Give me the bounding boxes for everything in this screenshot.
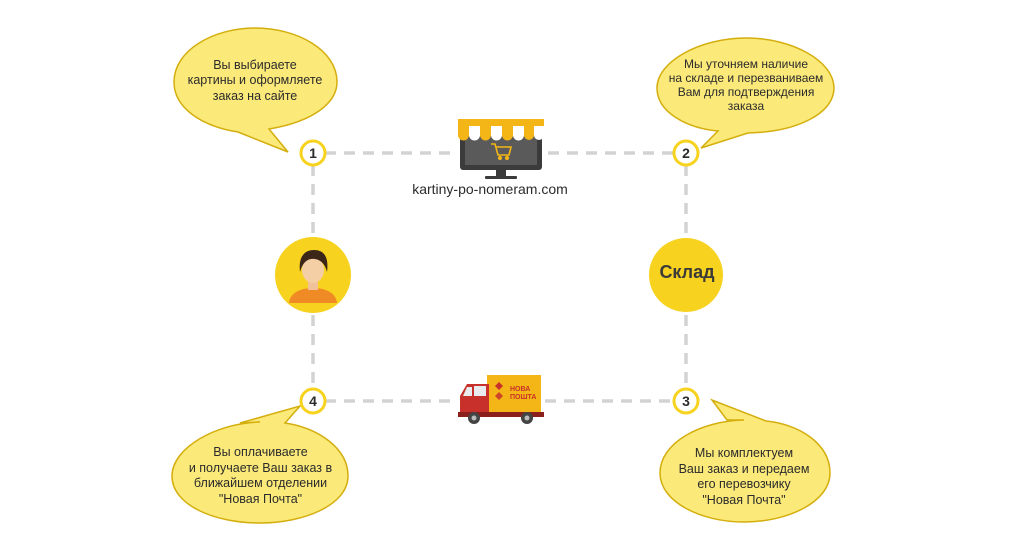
warehouse-label: Склад <box>659 262 715 282</box>
step-marker-4 <box>299 387 327 415</box>
step-marker-1 <box>299 139 327 167</box>
bubble-2 <box>656 37 835 149</box>
step-number-1: 1 <box>309 145 317 161</box>
bubble-1 <box>173 27 338 153</box>
delivery-truck-icon: НОВА ПОШТА <box>458 375 544 424</box>
person-avatar-icon <box>275 237 351 313</box>
bubble-3 <box>659 398 831 523</box>
step-4-text: Вы оплачиваете и получаете Ваш заказ в б… <box>188 445 333 506</box>
route-lines <box>311 151 688 403</box>
site-url-label: kartiny-po-nomeram.com <box>412 181 568 197</box>
cart-icon <box>491 143 513 161</box>
step-number-4: 4 <box>309 393 317 409</box>
step-marker-3 <box>672 387 700 415</box>
truck-logo-line2: ПОШТА <box>510 394 536 401</box>
step-1-text: Вы выбираете картины и оформляете заказ … <box>187 57 323 103</box>
step-3-text: Мы комплектуем Ваш заказ и передаем его … <box>678 446 810 507</box>
step-number-3: 3 <box>682 393 690 409</box>
store-monitor-icon <box>458 119 544 179</box>
truck-logo-line1: НОВА <box>510 386 530 393</box>
step-number-2: 2 <box>682 145 690 161</box>
warehouse-icon <box>649 238 723 312</box>
nova-poshta-logo-icon <box>495 382 503 400</box>
bubble-4 <box>171 404 349 524</box>
step-2-text: Мы уточняем наличие на складе и перезван… <box>668 57 824 113</box>
step-marker-2 <box>672 139 700 167</box>
